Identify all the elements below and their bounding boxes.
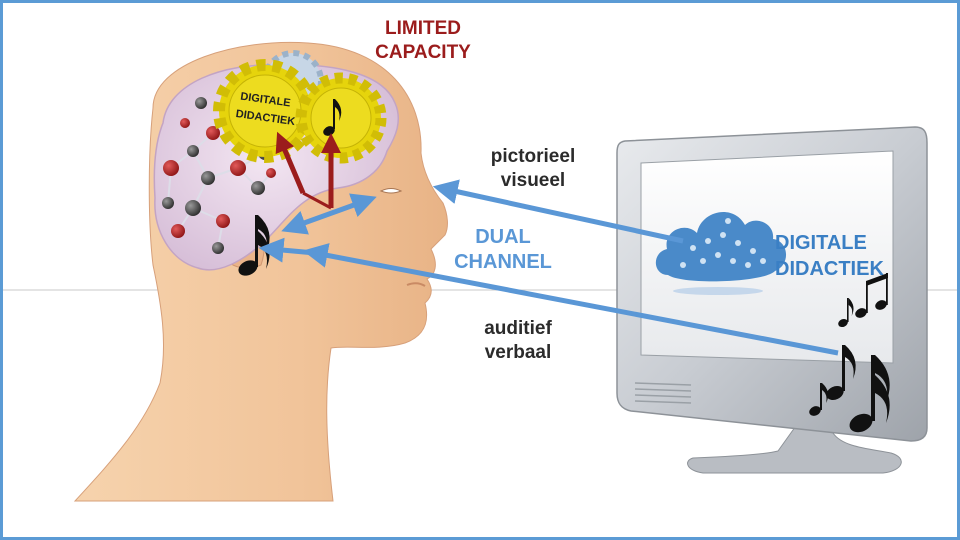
dual-line2: CHANNEL xyxy=(454,251,552,273)
eye xyxy=(379,188,403,194)
auditory-arrow xyxy=(302,243,839,356)
mouth xyxy=(406,282,426,287)
limited-line2: CAPACITY xyxy=(375,41,471,63)
diagram-canvas: DIGITALE DIDACTIEK xyxy=(3,41,957,502)
computer-monitor xyxy=(616,126,928,474)
dual-channel-label: DUAL CHANNEL xyxy=(428,225,578,275)
monitor-stand xyxy=(687,422,902,474)
limited-line1: LIMITED xyxy=(385,18,461,39)
cloud-icon xyxy=(655,211,787,295)
monitor-logo-line1: DIGITALE xyxy=(775,232,867,254)
pictorial-line1: pictorieel xyxy=(490,146,576,167)
auditory-label: auditief verbaal xyxy=(443,317,593,365)
channel-arrows xyxy=(258,179,839,356)
pictorial-label: pictorieel visueel xyxy=(458,145,608,193)
eye-ear-arrow xyxy=(281,193,377,235)
dual-line1: DUAL xyxy=(475,226,531,248)
auditory-line1: auditief xyxy=(484,318,552,339)
music-note-icon xyxy=(809,345,890,433)
visual-arrow xyxy=(432,179,684,244)
auditory-line2: verbaal xyxy=(484,341,552,363)
limited-capacity-label: LIMITED CAPACITY xyxy=(343,17,503,65)
pictorial-line2: visueel xyxy=(500,169,566,191)
music-note-icon xyxy=(838,273,888,328)
monitor-logo-line2: DIDACTIEK xyxy=(775,258,884,280)
